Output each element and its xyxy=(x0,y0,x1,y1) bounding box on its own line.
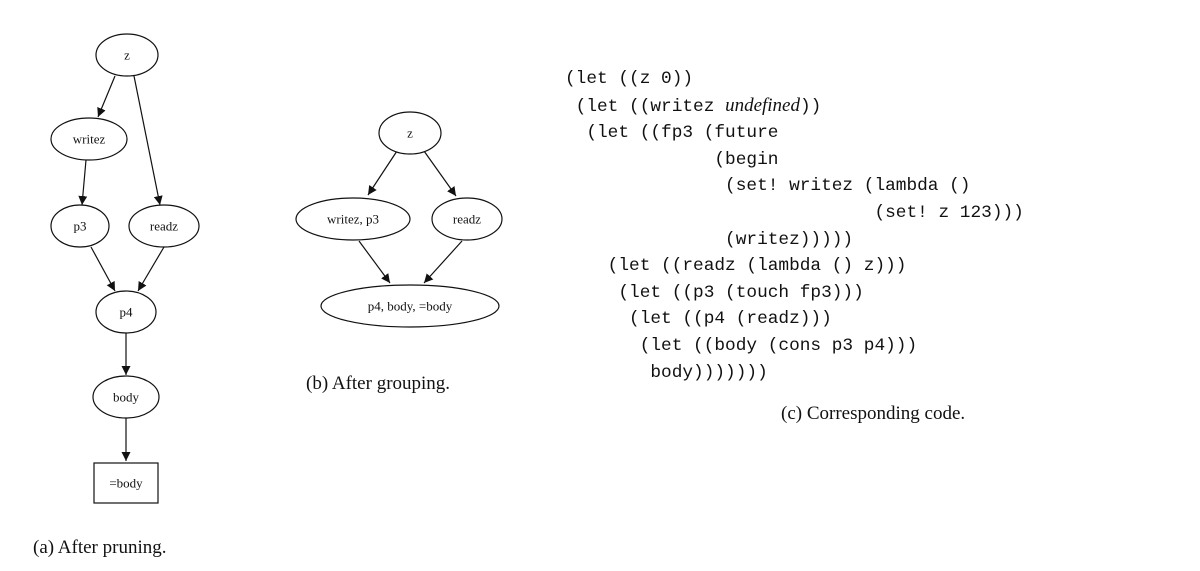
code-line-2-post: )) xyxy=(800,96,822,117)
code-line-8: (let ((readz (lambda () z))) xyxy=(565,256,907,277)
caption-b: (b) After grouping. xyxy=(306,373,450,394)
edge-readz-group xyxy=(423,240,463,284)
code-listing: (let ((z 0)) (let ((writez undefined)) (… xyxy=(565,66,1024,386)
node-b-writez-p3-label: writez, p3 xyxy=(327,212,379,227)
node-a-z: z xyxy=(95,33,159,77)
code-line-3: (let ((fp3 (future xyxy=(565,123,779,144)
code-line-12: body))))))) xyxy=(565,362,768,383)
edge-writez-p3-group xyxy=(358,240,391,284)
node-b-writez-p3: writez, p3 xyxy=(295,197,411,241)
node-a-writez: writez xyxy=(50,117,128,161)
code-line-11: (let ((body (cons p3 p4))) xyxy=(565,335,918,356)
code-line-5: (set! writez (lambda () xyxy=(565,176,971,197)
caption-c: (c) Corresponding code. xyxy=(781,403,965,424)
edge-z-writez-p3 xyxy=(367,150,398,196)
code-line-1: (let ((z 0)) xyxy=(565,69,694,89)
node-a-eqbody-label: =body xyxy=(109,476,143,491)
node-a-body: body xyxy=(92,375,160,419)
code-line-2-undefined: undefined xyxy=(725,94,800,116)
node-a-readz-label: readz xyxy=(150,219,178,234)
node-b-z-label: z xyxy=(407,126,413,141)
edge-z-writez xyxy=(97,75,116,118)
edges-b xyxy=(358,150,463,284)
node-a-z-label: z xyxy=(124,48,130,63)
edge-writez-p3 xyxy=(78,159,88,206)
node-b-p4-body-eqbody: p4, body, =body xyxy=(320,284,500,328)
node-a-writez-label: writez xyxy=(73,132,106,147)
panel-b-graph: z writez, p3 readz p4, body, =body (b) A… xyxy=(295,111,503,394)
code-line-6: (set! z 123))) xyxy=(565,202,1024,223)
code-line-2-pre: (let ((writez xyxy=(565,96,726,117)
edge-readz-p4 xyxy=(137,246,165,292)
node-a-body-label: body xyxy=(113,390,140,405)
edge-p3-p4 xyxy=(90,246,116,292)
code-line-2: (let ((writez undefined)) xyxy=(565,94,822,117)
code-line-4: (begin xyxy=(565,149,779,170)
code-line-7: (writez))))) xyxy=(565,229,854,250)
node-b-readz-label: readz xyxy=(453,212,481,227)
node-a-p4: p4 xyxy=(95,290,157,334)
node-a-p3-label: p3 xyxy=(74,219,87,234)
node-a-readz: readz xyxy=(128,204,200,248)
code-line-10: (let ((p4 (readz))) xyxy=(565,309,832,330)
node-b-p4-body-eqbody-label: p4, body, =body xyxy=(368,299,453,314)
panel-a-graph: z writez p3 readz p4 body =body (a) Afte… xyxy=(33,33,200,558)
caption-a: (a) After pruning. xyxy=(33,537,166,558)
node-a-p3: p3 xyxy=(50,204,110,248)
node-a-p4-label: p4 xyxy=(120,305,134,320)
edges-a xyxy=(78,75,165,461)
node-a-eqbody: =body xyxy=(93,462,159,504)
node-b-z: z xyxy=(378,111,442,155)
code-line-9: (let ((p3 (touch fp3))) xyxy=(565,282,864,303)
edge-z-readz-b xyxy=(423,150,457,197)
edge-z-readz xyxy=(133,75,163,206)
node-b-readz: readz xyxy=(431,197,503,241)
